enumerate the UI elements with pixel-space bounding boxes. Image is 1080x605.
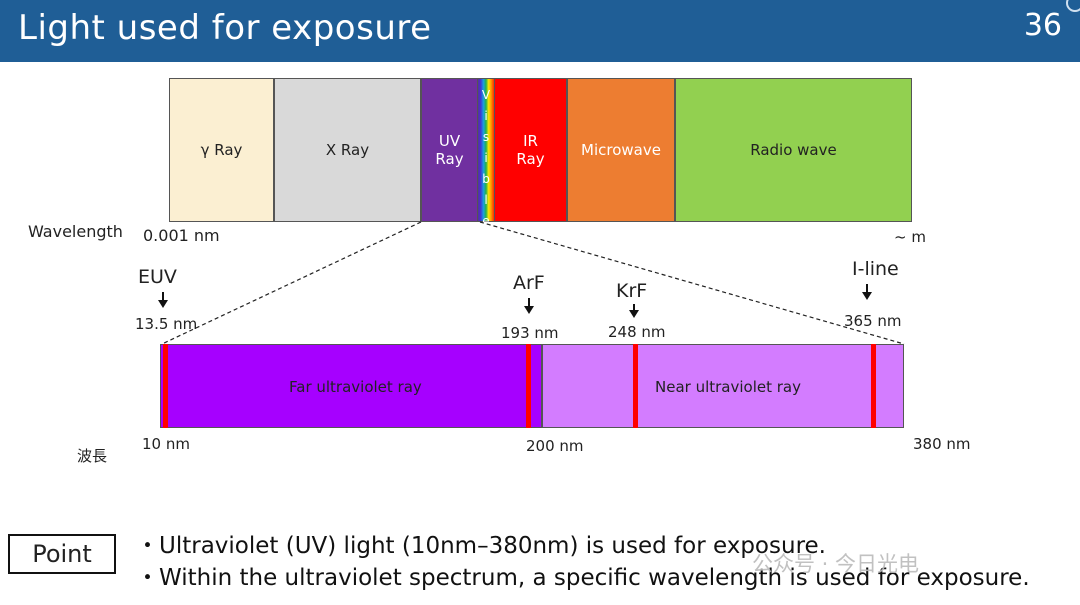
point-bullet-1: ・Ultraviolet (UV) light (10nm–380nm) is …: [136, 533, 826, 559]
visible-letter-l: l: [484, 193, 488, 207]
visible-letter-e: e: [482, 214, 490, 228]
band-radio-wave: Radio wave: [675, 78, 912, 222]
arrow-down-icon: [629, 304, 639, 318]
near-uv-region: [542, 344, 904, 428]
wavelength-start: 0.001 nm: [143, 226, 220, 245]
zoom-line-left: [161, 221, 422, 345]
band-microwave: Microwave: [567, 78, 675, 222]
corner-mark: [1066, 0, 1080, 12]
marker-arf-value: 193 nm: [501, 324, 559, 342]
arrow-down-icon: [862, 284, 872, 300]
far-uv-label: Far ultraviolet ray: [289, 378, 422, 396]
band-ir-ray: IR Ray: [494, 78, 567, 222]
marker-line-euv: [163, 344, 168, 428]
visible-letter-b: b: [482, 172, 490, 186]
band-uv-label-2: Ray: [435, 150, 464, 168]
band-uv-label-1: UV: [438, 132, 461, 150]
title-bar: Light used for exposure 36: [0, 0, 1080, 62]
arrow-down-icon: [524, 298, 534, 314]
band-radio-label: Radio wave: [750, 141, 837, 159]
band-gamma-label: γ Ray: [200, 141, 243, 159]
band-uv-ray: UV Ray: [421, 78, 478, 222]
uv-axis-label: 波長: [77, 447, 108, 465]
page-number: 36: [1023, 8, 1062, 43]
band-ir-label-1: IR: [523, 132, 538, 150]
band-microwave-label: Microwave: [581, 141, 661, 159]
near-uv-label: Near ultraviolet ray: [655, 378, 801, 396]
band-x-ray: X Ray: [274, 78, 421, 222]
visible-letter-i1: i: [484, 109, 488, 123]
wavelength-label: Wavelength: [28, 222, 123, 241]
zoom-line-right: [479, 221, 905, 345]
marker-arf-name: ArF: [513, 272, 545, 294]
arrow-down-icon: [158, 292, 168, 308]
band-x-label: X Ray: [325, 141, 370, 159]
band-visible: V i s i b l e: [478, 78, 494, 228]
marker-line-arf: [526, 344, 531, 428]
uv-axis-start: 10 nm: [142, 435, 190, 453]
watermark: 公众号 · 今日光电: [752, 552, 920, 576]
marker-krf-name: KrF: [616, 280, 648, 302]
wavelength-end: ~ m: [894, 228, 926, 246]
marker-i-line-value: 365 nm: [844, 312, 902, 330]
visible-letter-i2: i: [484, 151, 488, 165]
point-box: Point: [8, 534, 116, 574]
marker-line-krf: [633, 344, 638, 428]
marker-euv-value: 13.5 nm: [135, 315, 198, 333]
marker-euv-name: EUV: [138, 266, 177, 288]
uv-axis-mid: 200 nm: [526, 437, 584, 455]
far-uv-region: [160, 344, 542, 428]
band-gamma-ray: γ Ray: [169, 78, 274, 222]
page-title: Light used for exposure: [18, 8, 432, 48]
marker-i-line-name: I-line: [852, 258, 899, 280]
visible-letter-v: V: [481, 88, 491, 102]
marker-line-i-line: [871, 344, 876, 428]
uv-axis-end: 380 nm: [913, 435, 971, 453]
visible-letter-s: s: [482, 130, 490, 144]
marker-krf-value: 248 nm: [608, 323, 666, 341]
band-ir-label-2: Ray: [516, 150, 545, 168]
point-bullet-2: ・Within the ultraviolet spectrum, a spec…: [136, 565, 1030, 591]
